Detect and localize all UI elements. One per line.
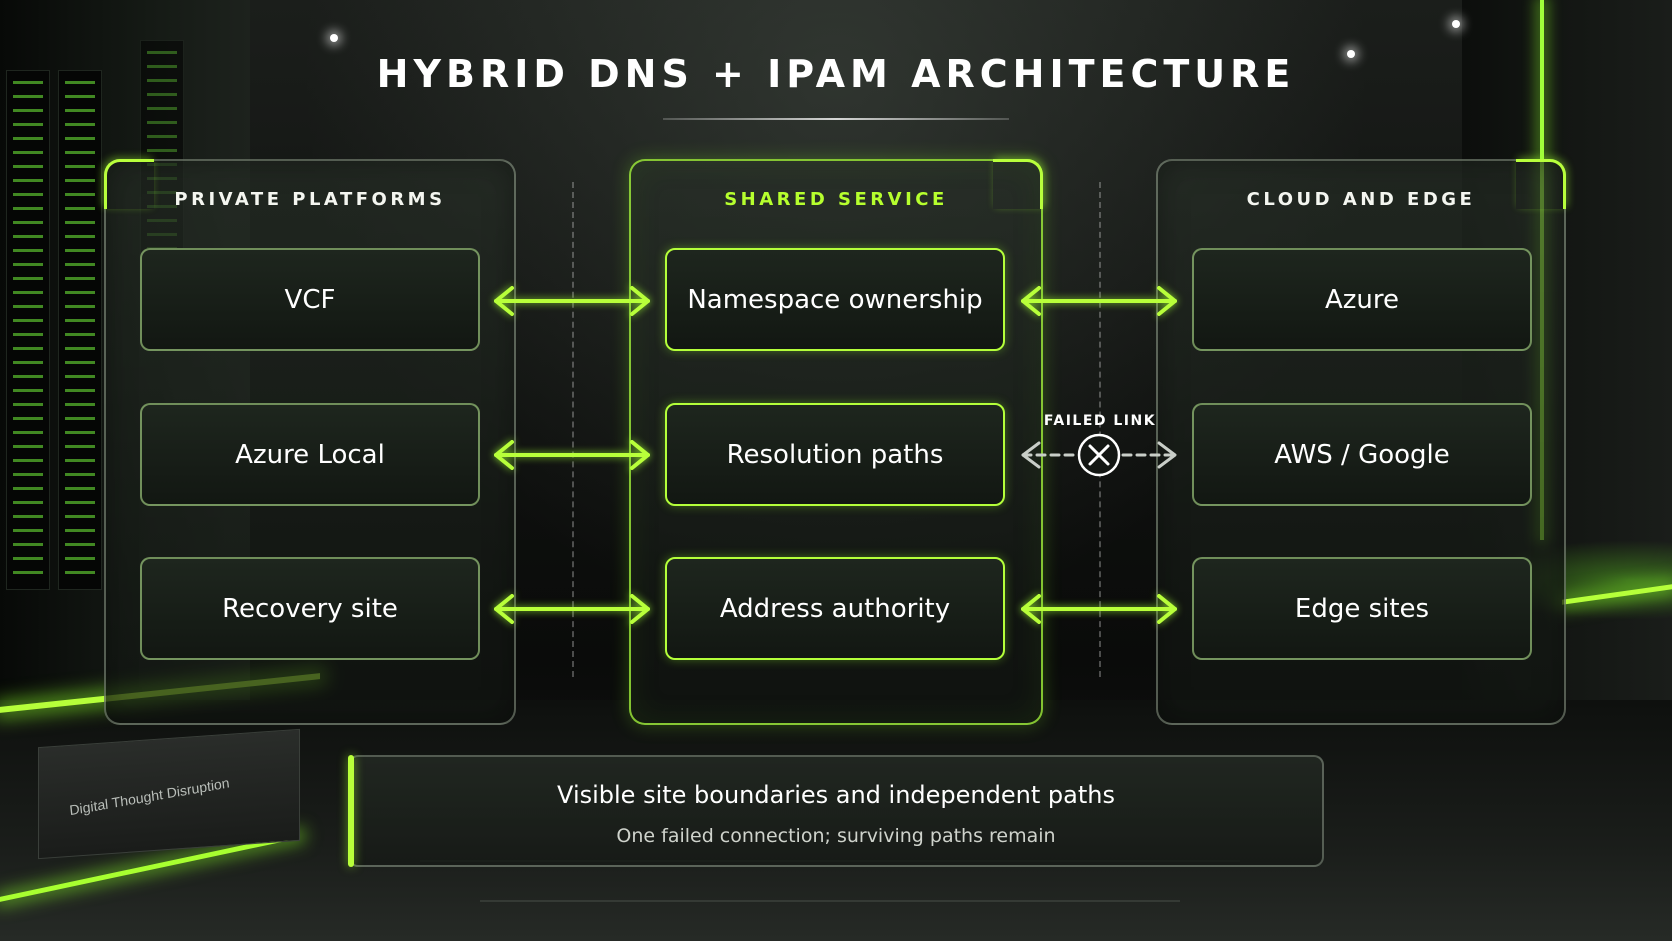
summary-subtitle: One failed connection; surviving paths r… [616, 825, 1056, 847]
corner-accent [993, 159, 1043, 209]
link-arrow-edge-sites [1017, 592, 1181, 626]
title-underline [663, 118, 1009, 120]
panel-header: SHARED SERVICE [724, 189, 948, 210]
node-edge-sites: Edge sites [1192, 557, 1532, 660]
divider-line [1099, 182, 1101, 677]
server-rack [58, 70, 102, 590]
branding-sign: Digital Thought Disruption [38, 728, 300, 860]
node-resolution-paths: Resolution paths [665, 403, 1005, 506]
link-arrow-recovery-site [490, 592, 654, 626]
page-title: HYBRID DNS + IPAM ARCHITECTURE [376, 52, 1296, 96]
server-rack [6, 70, 50, 590]
link-arrow-vcf [490, 284, 654, 318]
corner-accent [104, 159, 154, 209]
panel-header: PRIVATE PLATFORMS [174, 189, 446, 210]
summary-accent-bar [348, 755, 354, 867]
link-arrow-failed [1017, 433, 1181, 477]
link-arrow-azure-local [490, 438, 654, 472]
node-recovery-site: Recovery site [140, 557, 480, 660]
link-arrow-azure [1017, 284, 1181, 318]
summary-title: Visible site boundaries and independent … [557, 781, 1115, 809]
node-namespace-ownership: Namespace ownership [665, 248, 1005, 351]
branding-text: Digital Thought Disruption [68, 774, 231, 819]
node-azure-local: Azure Local [140, 403, 480, 506]
corner-accent [1516, 159, 1566, 209]
node-address-authority: Address authority [665, 557, 1005, 660]
panel-header: CLOUD AND EDGE [1246, 189, 1476, 210]
node-vcf: VCF [140, 248, 480, 351]
failed-link-label: FAILED LINK [1043, 413, 1157, 429]
node-azure: Azure [1192, 248, 1532, 351]
divider-line [572, 182, 574, 677]
panel-shared-service: SHARED SERVICE Namespace ownership Resol… [629, 159, 1043, 725]
panel-cloud-and-edge: CLOUD AND EDGE Azure AWS / Google Edge s… [1156, 159, 1566, 725]
node-aws-google: AWS / Google [1192, 403, 1532, 506]
panel-private-platforms: PRIVATE PLATFORMS VCF Azure Local Recove… [104, 159, 516, 725]
summary-box: Visible site boundaries and independent … [348, 755, 1324, 867]
